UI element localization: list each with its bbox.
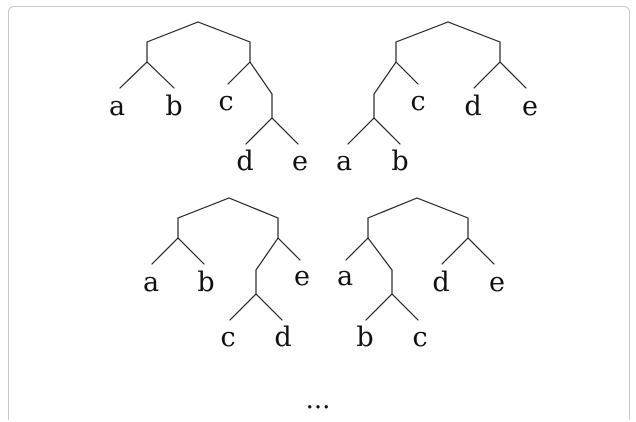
- tree-4-edges-right: [441, 237, 495, 265]
- leaf-label: b: [391, 146, 408, 177]
- leaf-label: c: [410, 86, 425, 117]
- tree-1-edges-right: [227, 61, 273, 119]
- tree-3: a b e c d: [143, 197, 310, 353]
- tree-1: a b c d e: [109, 21, 308, 177]
- tree-2-edges-top: [395, 21, 501, 63]
- leaf-label: a: [143, 267, 159, 298]
- tree-3-edges-left: [151, 237, 205, 265]
- tree-1-edges-left: [119, 61, 175, 89]
- tree-4-edges-top: [367, 197, 469, 239]
- tree-3-edges-sub: [229, 293, 283, 321]
- leaf-label: e: [522, 91, 538, 122]
- tree-3-edges-top: [177, 197, 279, 239]
- leaf-label: e: [292, 146, 308, 177]
- leaf-label: b: [356, 322, 373, 353]
- leaf-label: b: [165, 91, 182, 122]
- tree-1-edges-sub: [245, 117, 299, 145]
- tree-1-edges-top: [146, 21, 251, 63]
- tree-2-edges-left: [373, 61, 419, 119]
- figure-frame: [8, 6, 630, 420]
- ellipsis: ...: [306, 385, 331, 415]
- leaf-label: c: [412, 322, 427, 353]
- tree-2: c a b d e: [336, 21, 538, 177]
- tree-3-edges-right: [255, 237, 301, 295]
- leaf-label: c: [220, 322, 235, 353]
- leaf-label: d: [464, 91, 481, 122]
- leaf-label: e: [489, 267, 505, 298]
- tree-4-edges-sub: [365, 293, 419, 321]
- leaf-label: d: [274, 322, 291, 353]
- leaf-label: e: [294, 261, 310, 292]
- tree-2-edges-sub: [347, 117, 401, 145]
- tree-2-edges-right: [473, 61, 527, 89]
- leaf-label: d: [236, 146, 253, 177]
- leaf-label: b: [197, 267, 214, 298]
- leaf-label: a: [337, 261, 353, 292]
- leaf-label: a: [109, 91, 125, 122]
- tree-4: a d e b c: [337, 197, 505, 353]
- leaf-label: d: [432, 267, 449, 298]
- leaf-label: a: [336, 146, 352, 177]
- leaf-label: c: [218, 86, 233, 117]
- tree-4-edges-left: [345, 237, 393, 295]
